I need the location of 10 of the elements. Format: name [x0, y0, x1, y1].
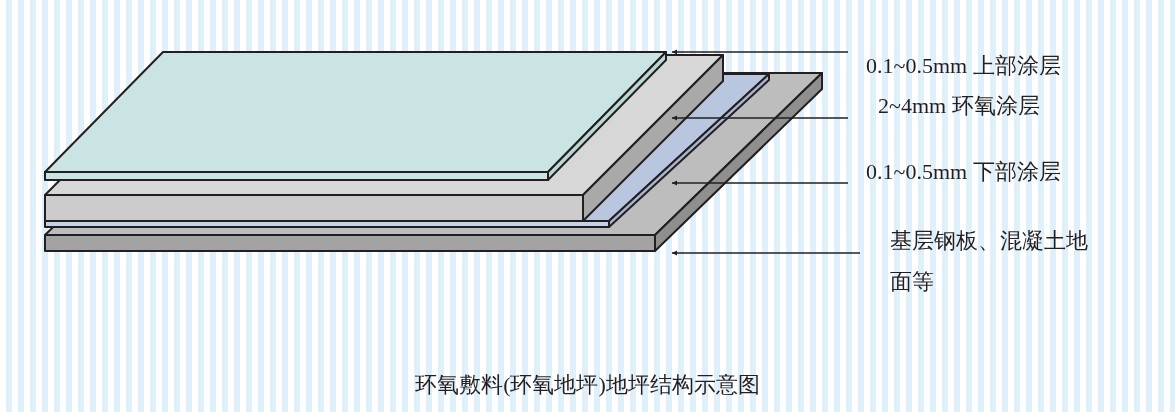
layer-label: 0.1~0.5mm 下部涂层	[866, 152, 1061, 192]
leader-arrow	[671, 180, 849, 186]
leader-arrow	[671, 115, 849, 121]
layer-label: 0.1~0.5mm 上部涂层	[866, 46, 1061, 86]
layer-slab	[44, 51, 667, 181]
caption: 环氧敷料(环氧地坪)地坪结构示意图	[415, 371, 760, 399]
leader-arrow	[671, 49, 849, 55]
layer-label: 基层钢板、混凝土地面等	[890, 220, 1100, 302]
leader-arrow	[671, 250, 861, 256]
layer-label: 2~4mm 环氧涂层	[878, 86, 1040, 126]
